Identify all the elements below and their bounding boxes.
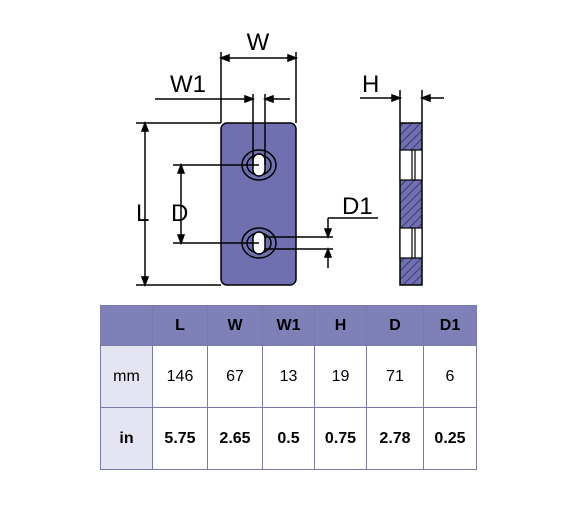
unit-label-in: in bbox=[100, 407, 153, 470]
dimension-h bbox=[360, 90, 444, 123]
label-w1: W1 bbox=[170, 71, 206, 98]
cell-in-l: 5.75 bbox=[152, 407, 208, 470]
header-l: L bbox=[152, 305, 208, 346]
label-h: H bbox=[362, 71, 379, 98]
unit-label-mm: mm bbox=[100, 345, 153, 408]
table-row-in: in 5.75 2.65 0.5 0.75 2.78 0.25 bbox=[100, 407, 477, 470]
header-h: H bbox=[314, 305, 367, 346]
cell-in-w1: 0.5 bbox=[262, 407, 315, 470]
header-w1: W1 bbox=[262, 305, 315, 346]
cell-mm-w: 67 bbox=[207, 345, 263, 408]
header-d1: D1 bbox=[423, 305, 477, 346]
dimensions-table: L W W1 H D D1 mm 146 67 13 19 71 6 in 5.… bbox=[100, 305, 477, 470]
cell-in-h: 0.75 bbox=[314, 407, 367, 470]
cell-in-w: 2.65 bbox=[207, 407, 263, 470]
header-d: D bbox=[366, 305, 424, 346]
side-view: H bbox=[360, 71, 444, 286]
label-w: W bbox=[247, 29, 270, 56]
label-d1: D1 bbox=[342, 193, 373, 220]
plate-body bbox=[220, 122, 297, 286]
cell-in-d: 2.78 bbox=[366, 407, 424, 470]
label-l: L bbox=[136, 200, 149, 227]
dimension-w bbox=[218, 52, 299, 123]
dimension-d bbox=[173, 162, 259, 246]
dimension-w1 bbox=[155, 94, 290, 165]
cell-mm-d: 71 bbox=[366, 345, 424, 408]
dimension-l bbox=[136, 120, 221, 288]
header-corner bbox=[100, 305, 153, 346]
label-d: D bbox=[171, 200, 188, 227]
cell-mm-h: 19 bbox=[314, 345, 367, 408]
cell-mm-l: 146 bbox=[152, 345, 208, 408]
side-plate-body bbox=[399, 122, 423, 286]
table-header-row: L W W1 H D D1 bbox=[100, 305, 477, 346]
cell-mm-d1: 6 bbox=[423, 345, 477, 408]
cell-mm-w1: 13 bbox=[262, 345, 315, 408]
table-row-mm: mm 146 67 13 19 71 6 bbox=[100, 345, 477, 408]
side-slot-bottom bbox=[399, 227, 423, 259]
technical-drawing: W W1 L D bbox=[136, 29, 444, 288]
dimension-d1 bbox=[265, 217, 378, 268]
side-slot-top bbox=[399, 149, 423, 181]
header-w: W bbox=[207, 305, 263, 346]
front-view: W W1 L D bbox=[136, 29, 378, 288]
cell-in-d1: 0.25 bbox=[423, 407, 477, 470]
